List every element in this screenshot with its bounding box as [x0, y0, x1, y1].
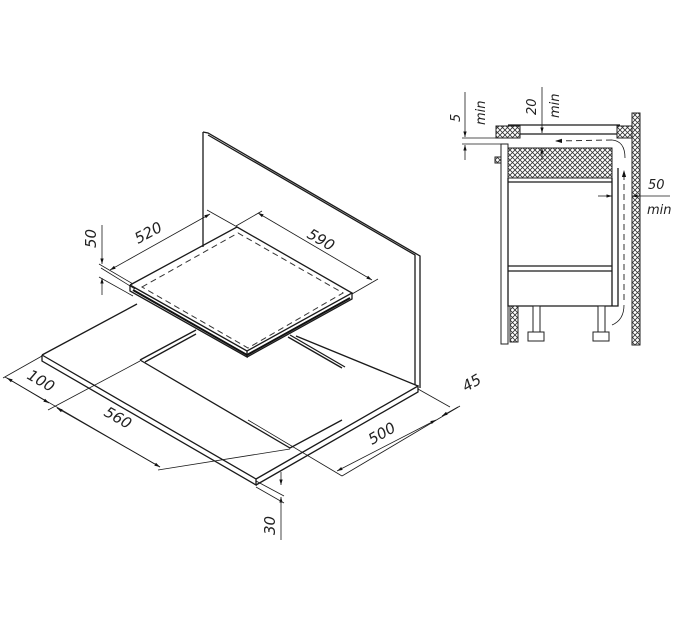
dim-45: 45	[459, 370, 485, 395]
wall	[631, 112, 641, 346]
worktop	[41, 303, 419, 487]
section-view: 5 min 20 min 50 min	[449, 87, 672, 346]
dim-50-hob: 50	[82, 229, 100, 248]
dim-560: 560	[101, 403, 135, 433]
dim-50-wall: 50	[648, 178, 665, 193]
dim-20-min: min	[548, 93, 563, 118]
dim-50-min: min	[647, 203, 672, 218]
dim-5-min: min	[474, 100, 489, 125]
dim-5: 5	[449, 114, 464, 122]
hob-body	[507, 147, 613, 179]
iso-view: 520 590 50 100 560	[2, 131, 485, 540]
dim-520: 520	[131, 218, 165, 247]
section-dimensions: 5 min 20 min 50 min	[449, 87, 672, 218]
dim-30: 30	[261, 516, 279, 535]
dim-20: 20	[525, 98, 540, 115]
dim-500: 500	[365, 419, 399, 449]
